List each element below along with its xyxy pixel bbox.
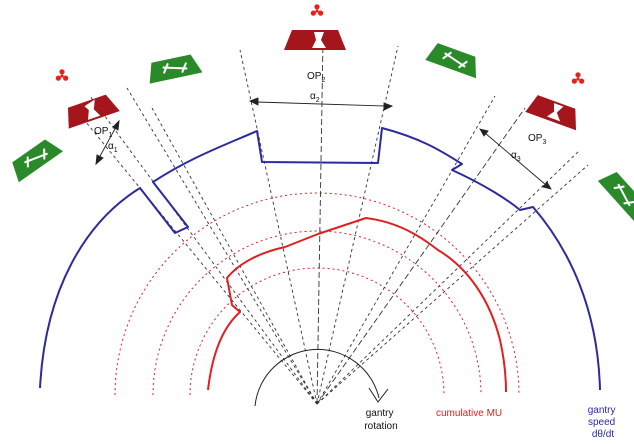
radiation-trefoil-icon (571, 72, 585, 84)
beam-ray-7 (316, 45, 399, 405)
cumulative-mu-curve (207, 217, 507, 393)
reference-circle-inner (189, 267, 445, 396)
beam-ray-11 (316, 149, 581, 405)
reference-circle-outer (114, 192, 520, 396)
beam-ray-8 (316, 95, 496, 405)
collimator-op1 (67, 94, 120, 129)
collimator-off-2 (425, 43, 477, 79)
radiation-icons (55, 4, 585, 84)
gantry-speed-label: gantry speed dθ/dt (588, 405, 619, 440)
rotation-arrow-icon (254, 348, 380, 407)
op3-label: OP3 (528, 133, 546, 146)
collimator-op3 (525, 95, 577, 131)
collimator-off-3 (12, 139, 64, 183)
collimator-off-1 (149, 54, 203, 84)
cumulative-mu-label: cumulative MU (436, 408, 502, 419)
alpha3-dimension (479, 128, 552, 190)
alpha2-label: α2 (310, 91, 320, 104)
gantry-rotation-arrow (254, 348, 389, 407)
op1-label: OP1 (94, 126, 112, 139)
beam-ray-1 (75, 109, 318, 405)
alpha1-label: α1 (108, 141, 118, 154)
beam-ray-5 (239, 49, 318, 405)
op2-label: OP2 (307, 71, 325, 84)
alpha2-dimension (248, 97, 394, 111)
gantry-speed-curve (39, 127, 601, 391)
beam-ray-9 (316, 107, 526, 405)
beam-ray-2 (151, 107, 318, 405)
reference-circle-middle (152, 230, 482, 396)
gantry-rotation-label: gantry rotation (364, 408, 397, 432)
radiation-trefoil-icon (55, 69, 69, 81)
beam-ray-3 (89, 95, 318, 405)
collimator-op2 (284, 30, 346, 50)
collimator-off-4 (597, 171, 634, 222)
beam-ray-4 (126, 87, 318, 405)
rotation-arrowhead (368, 387, 389, 403)
alpha3-label: α3 (511, 150, 521, 163)
beam-ray-6 (316, 39, 324, 405)
beam-ray-10 (316, 164, 589, 405)
reference-circles (114, 192, 520, 396)
radiation-trefoil-icon (310, 4, 324, 16)
beam-rays (75, 39, 589, 405)
alpha1-dimension (95, 119, 120, 166)
